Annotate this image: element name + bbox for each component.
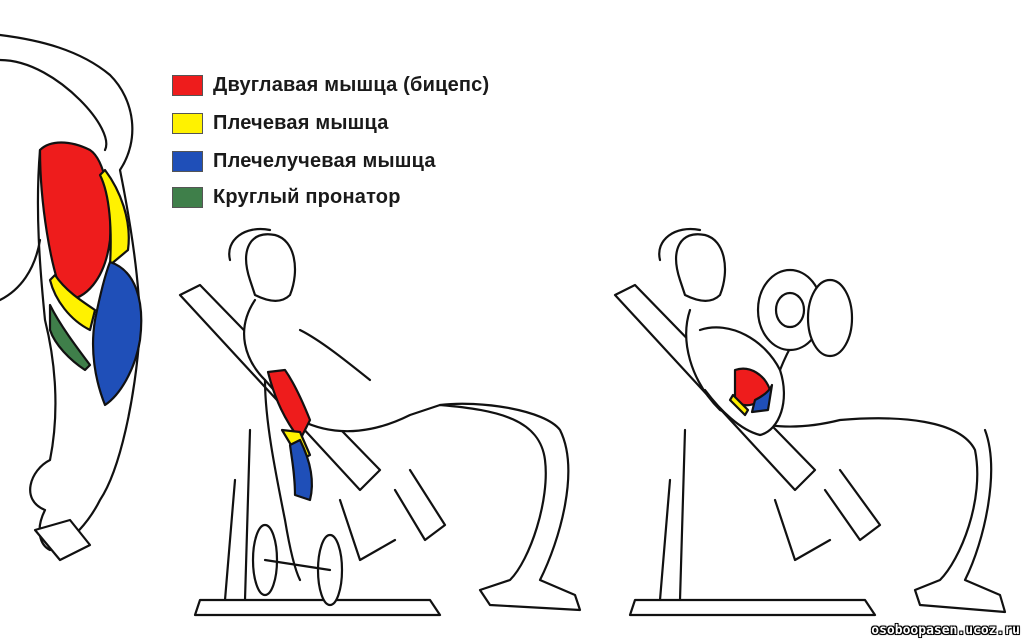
legend-item-pronator-teres: Круглый пронатор [172, 186, 401, 209]
legend-item-brachialis: Плечевая мышца [172, 112, 389, 135]
legend-item-biceps: Двуглавая мышца (бицепс) [172, 74, 489, 97]
legend-label: Плечелучевая мышца [213, 150, 436, 172]
legend-item-brachioradialis: Плечелучевая мышца [172, 150, 436, 173]
figure-top-position [613, 227, 1007, 617]
legend-label: Круглый пронатор [213, 186, 401, 208]
watermark: osoboopasen.ucoz.ru [871, 623, 1020, 638]
legend-swatch-green [172, 187, 203, 208]
legend-swatch-blue [172, 151, 203, 172]
legend-swatch-red [172, 75, 203, 96]
arm-closeup [0, 33, 143, 562]
figure-start-position [178, 227, 582, 617]
legend-label: Плечевая мышца [213, 112, 389, 134]
legend-label: Двуглавая мышца (бицепс) [213, 74, 490, 96]
legend-swatch-yellow [172, 113, 203, 134]
